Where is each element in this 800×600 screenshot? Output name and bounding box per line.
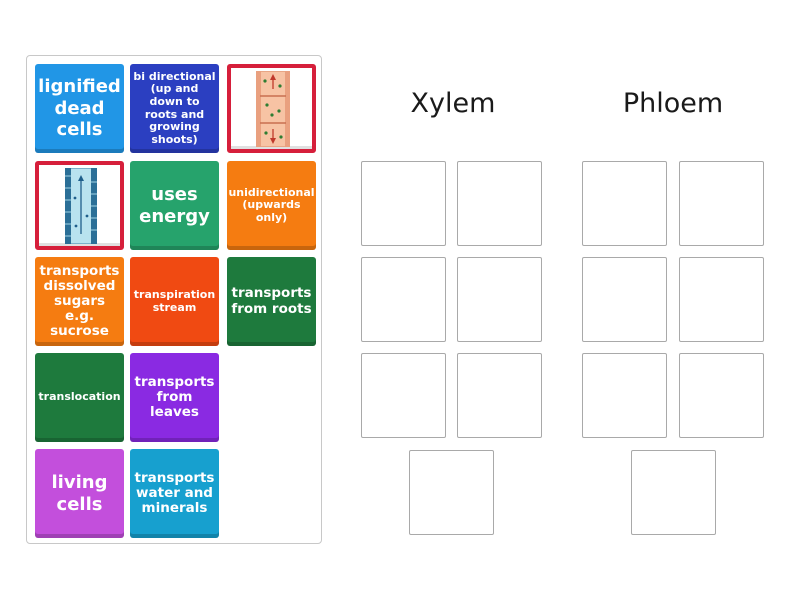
group-title-phloem: Phloem (622, 88, 724, 119)
card-label: transports from leaves (134, 373, 215, 421)
xylem-vessel-diagram-icon (64, 167, 97, 244)
drop-slot[interactable] (679, 161, 764, 246)
card-tray: lignified dead cells bi directional (up … (26, 55, 322, 544)
drop-slot[interactable] (361, 257, 446, 342)
phloem-tube-diagram-icon (255, 70, 290, 147)
card-bi-directional[interactable]: bi directional (up and down to roots and… (130, 64, 219, 153)
card-transpiration-stream[interactable]: transpiration stream (130, 257, 219, 346)
card-phloem-image[interactable] (227, 64, 316, 153)
card-transports-from-leaves[interactable]: transports from leaves (130, 353, 219, 442)
card-label: living cells (51, 471, 108, 515)
card-unidirectional[interactable]: unidirectional (upwards only) (227, 161, 316, 250)
card-label: transports water and minerals (134, 469, 215, 517)
card-transports-water-and-minerals[interactable]: transports water and minerals (130, 449, 219, 538)
drop-slot[interactable] (582, 257, 667, 342)
card-uses-energy[interactable]: uses energy (130, 161, 219, 250)
card-label: transports dissolved sugars e.g. sucrose (39, 262, 120, 340)
group-title-xylem: Xylem (410, 88, 496, 119)
card-label: transports from roots (231, 285, 312, 317)
card-label: unidirectional (upwards only) (228, 185, 315, 224)
card-transports-dissolved-sugars[interactable]: transports dissolved sugars e.g. sucrose (35, 257, 124, 346)
drop-slot[interactable] (631, 450, 716, 535)
card-label: lignified dead cells (38, 76, 121, 141)
drop-slot[interactable] (361, 161, 446, 246)
drop-slot[interactable] (409, 450, 494, 535)
drop-slot[interactable] (679, 257, 764, 342)
card-label: transpiration stream (133, 287, 216, 314)
card-label: translocation (38, 390, 121, 404)
drop-slot[interactable] (457, 257, 542, 342)
drop-slot[interactable] (457, 353, 542, 438)
drop-slot[interactable] (582, 161, 667, 246)
drop-slot[interactable] (582, 353, 667, 438)
card-label: bi directional (up and down to roots and… (133, 69, 216, 146)
card-xylem-image[interactable] (35, 161, 124, 250)
drop-slot[interactable] (679, 353, 764, 438)
drop-slot[interactable] (457, 161, 542, 246)
card-lignified-dead-cells[interactable]: lignified dead cells (35, 64, 124, 153)
card-living-cells[interactable]: living cells (35, 449, 124, 538)
card-transports-from-roots[interactable]: transports from roots (227, 257, 316, 346)
card-translocation[interactable]: translocation (35, 353, 124, 442)
drop-slot[interactable] (361, 353, 446, 438)
card-label: uses energy (139, 183, 210, 227)
